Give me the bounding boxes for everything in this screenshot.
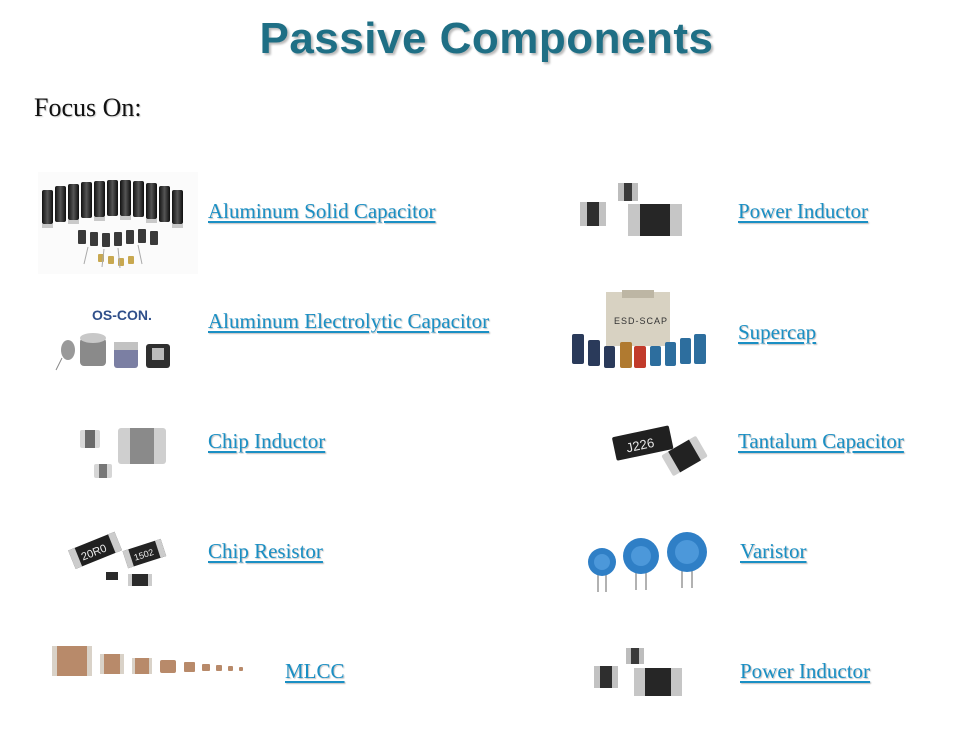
aluminum-solid-capacitor-image (38, 172, 198, 274)
link-varistor[interactable]: Varistor (740, 539, 807, 563)
chip-resistor-image: 20R0 1502 (68, 531, 167, 586)
link-power-inductor[interactable]: Power Inductor (738, 199, 869, 223)
aluminum-electrolytic-capacitor-image: OS-CON. (55, 307, 170, 371)
link-aluminum-solid-capacitor[interactable]: Aluminum Solid Capacitor (208, 199, 436, 223)
link-mlcc[interactable]: MLCC (285, 659, 345, 683)
focus-on-label: Focus On: (34, 93, 142, 122)
link-tantalum-capacitor[interactable]: Tantalum Capacitor (738, 429, 904, 453)
page-title: Passive Components (259, 14, 714, 63)
power-inductor-image (580, 183, 682, 236)
link-power-inductor-2[interactable]: Power Inductor (740, 659, 871, 683)
oscon-logo: OS-CON. (92, 307, 152, 323)
link-aluminum-electrolytic-capacitor[interactable]: Aluminum Electrolytic Capacitor (208, 309, 490, 333)
tantalum-marking: J226 (625, 435, 656, 456)
link-supercap[interactable]: Supercap (738, 320, 817, 344)
link-chip-inductor[interactable]: Chip Inductor (208, 429, 326, 453)
supercap-image: ESD-SCAP (572, 290, 706, 368)
supercap-marking: ESD-SCAP (614, 316, 668, 326)
mlcc-image (52, 646, 243, 676)
chip-inductor-image (80, 428, 166, 478)
varistor-image (588, 532, 707, 592)
link-chip-resistor[interactable]: Chip Resistor (208, 539, 323, 563)
power-inductor-image-2 (594, 648, 682, 696)
tantalum-capacitor-image: J226 (612, 425, 708, 476)
